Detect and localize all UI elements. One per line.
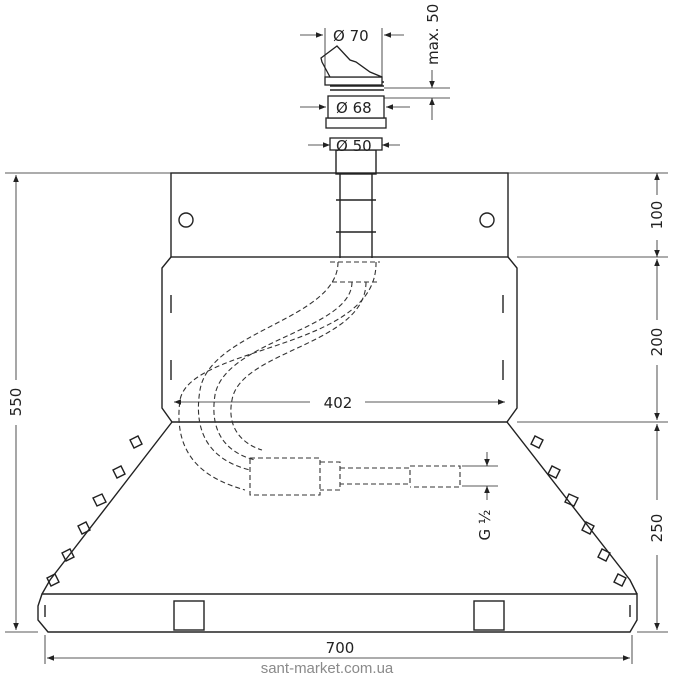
- dimensions: [5, 28, 668, 664]
- cone-section: [41, 421, 638, 595]
- dim-200: 200: [648, 328, 666, 357]
- watermark: sant-market.com.ua: [261, 660, 394, 675]
- bottom-block-right: [473, 600, 505, 631]
- ceiling-connector: [320, 45, 387, 258]
- dim-d68: Ø 68: [336, 99, 372, 117]
- middle-section: [161, 256, 518, 423]
- dim-250: 250: [648, 514, 666, 543]
- shower-body: [37, 172, 638, 633]
- dim-thread: G ½: [476, 510, 494, 541]
- dim-700: 700: [326, 639, 355, 657]
- dim-550: 550: [7, 388, 25, 417]
- side-nozzles: [44, 295, 631, 617]
- dim-d50: Ø 50: [336, 137, 372, 155]
- dim-402: 402: [324, 394, 353, 412]
- dim-100: 100: [648, 201, 666, 230]
- dim-d70: Ø 70: [333, 27, 369, 45]
- mount-hole-right: [479, 212, 495, 228]
- dim-max50: max. 50: [424, 4, 442, 65]
- hidden-hose: [178, 261, 461, 496]
- bottom-block-left: [173, 600, 205, 631]
- mount-hole-left: [178, 212, 194, 228]
- bottom-rim: [37, 593, 638, 633]
